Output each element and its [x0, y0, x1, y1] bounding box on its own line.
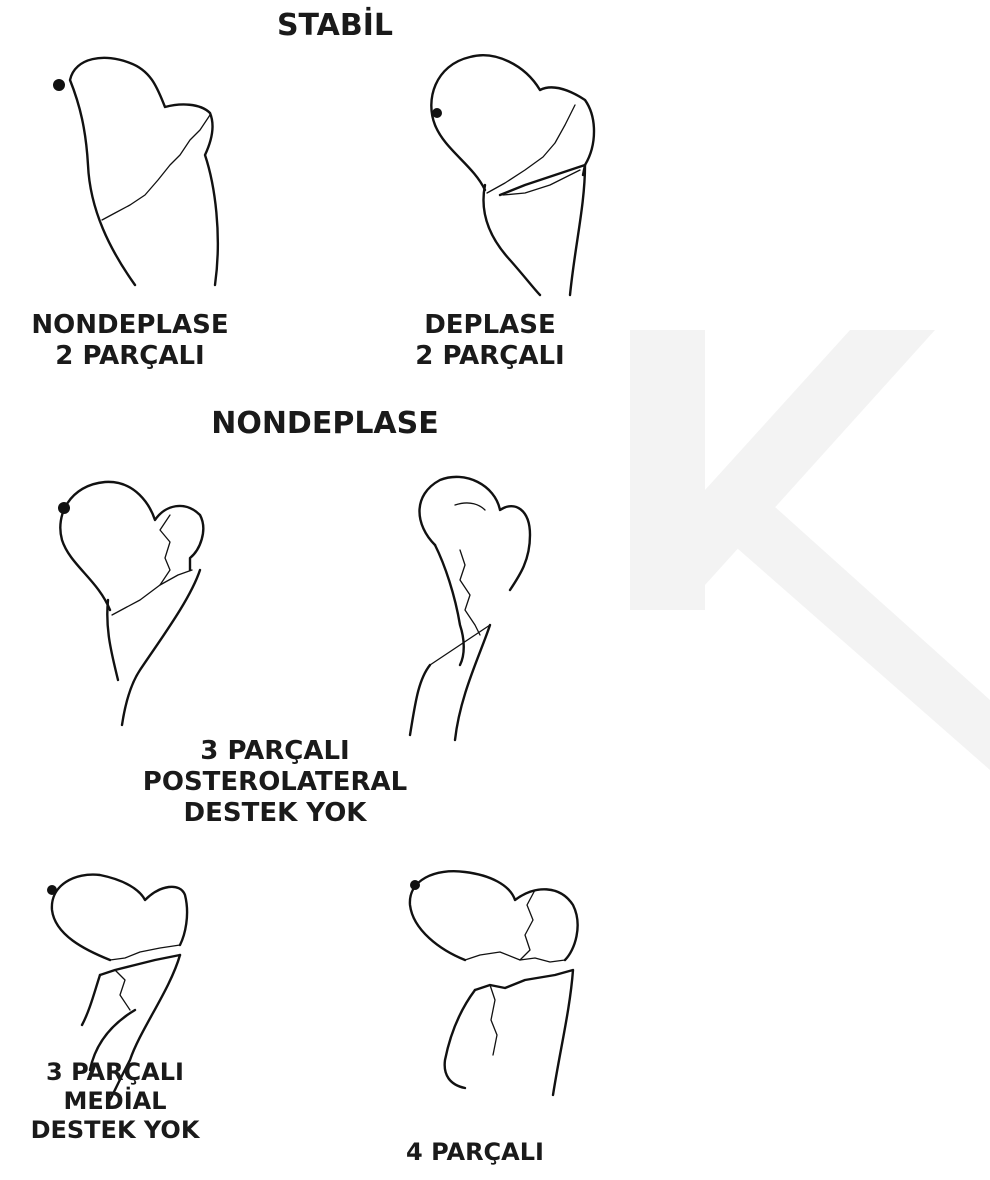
- label-3part-posterolateral: 3 PARÇALI POSTEROLATERAL DESTEK YOK: [95, 736, 455, 830]
- label-displaced-2part: DEPLASE 2 PARÇALI: [375, 310, 605, 372]
- label-3part-medial: 3 PARÇALI MEDİAL DESTEK YOK: [0, 1058, 230, 1144]
- label-nondisplaced-2part: NONDEPLASE 2 PARÇALI: [0, 310, 260, 372]
- femur-displaced-2part: [425, 45, 625, 295]
- femur-3part-posterolateral-b: [400, 465, 580, 745]
- heading-nondisplaced: NONDEPLASE: [170, 406, 480, 442]
- femur-nondisplaced-2part: [40, 45, 240, 295]
- femur-3part-posterolateral-a: [50, 470, 230, 730]
- heading-stable: STABİL: [230, 8, 440, 44]
- femur-4part: [405, 860, 595, 1100]
- label-4part: 4 PARÇALI: [360, 1138, 590, 1167]
